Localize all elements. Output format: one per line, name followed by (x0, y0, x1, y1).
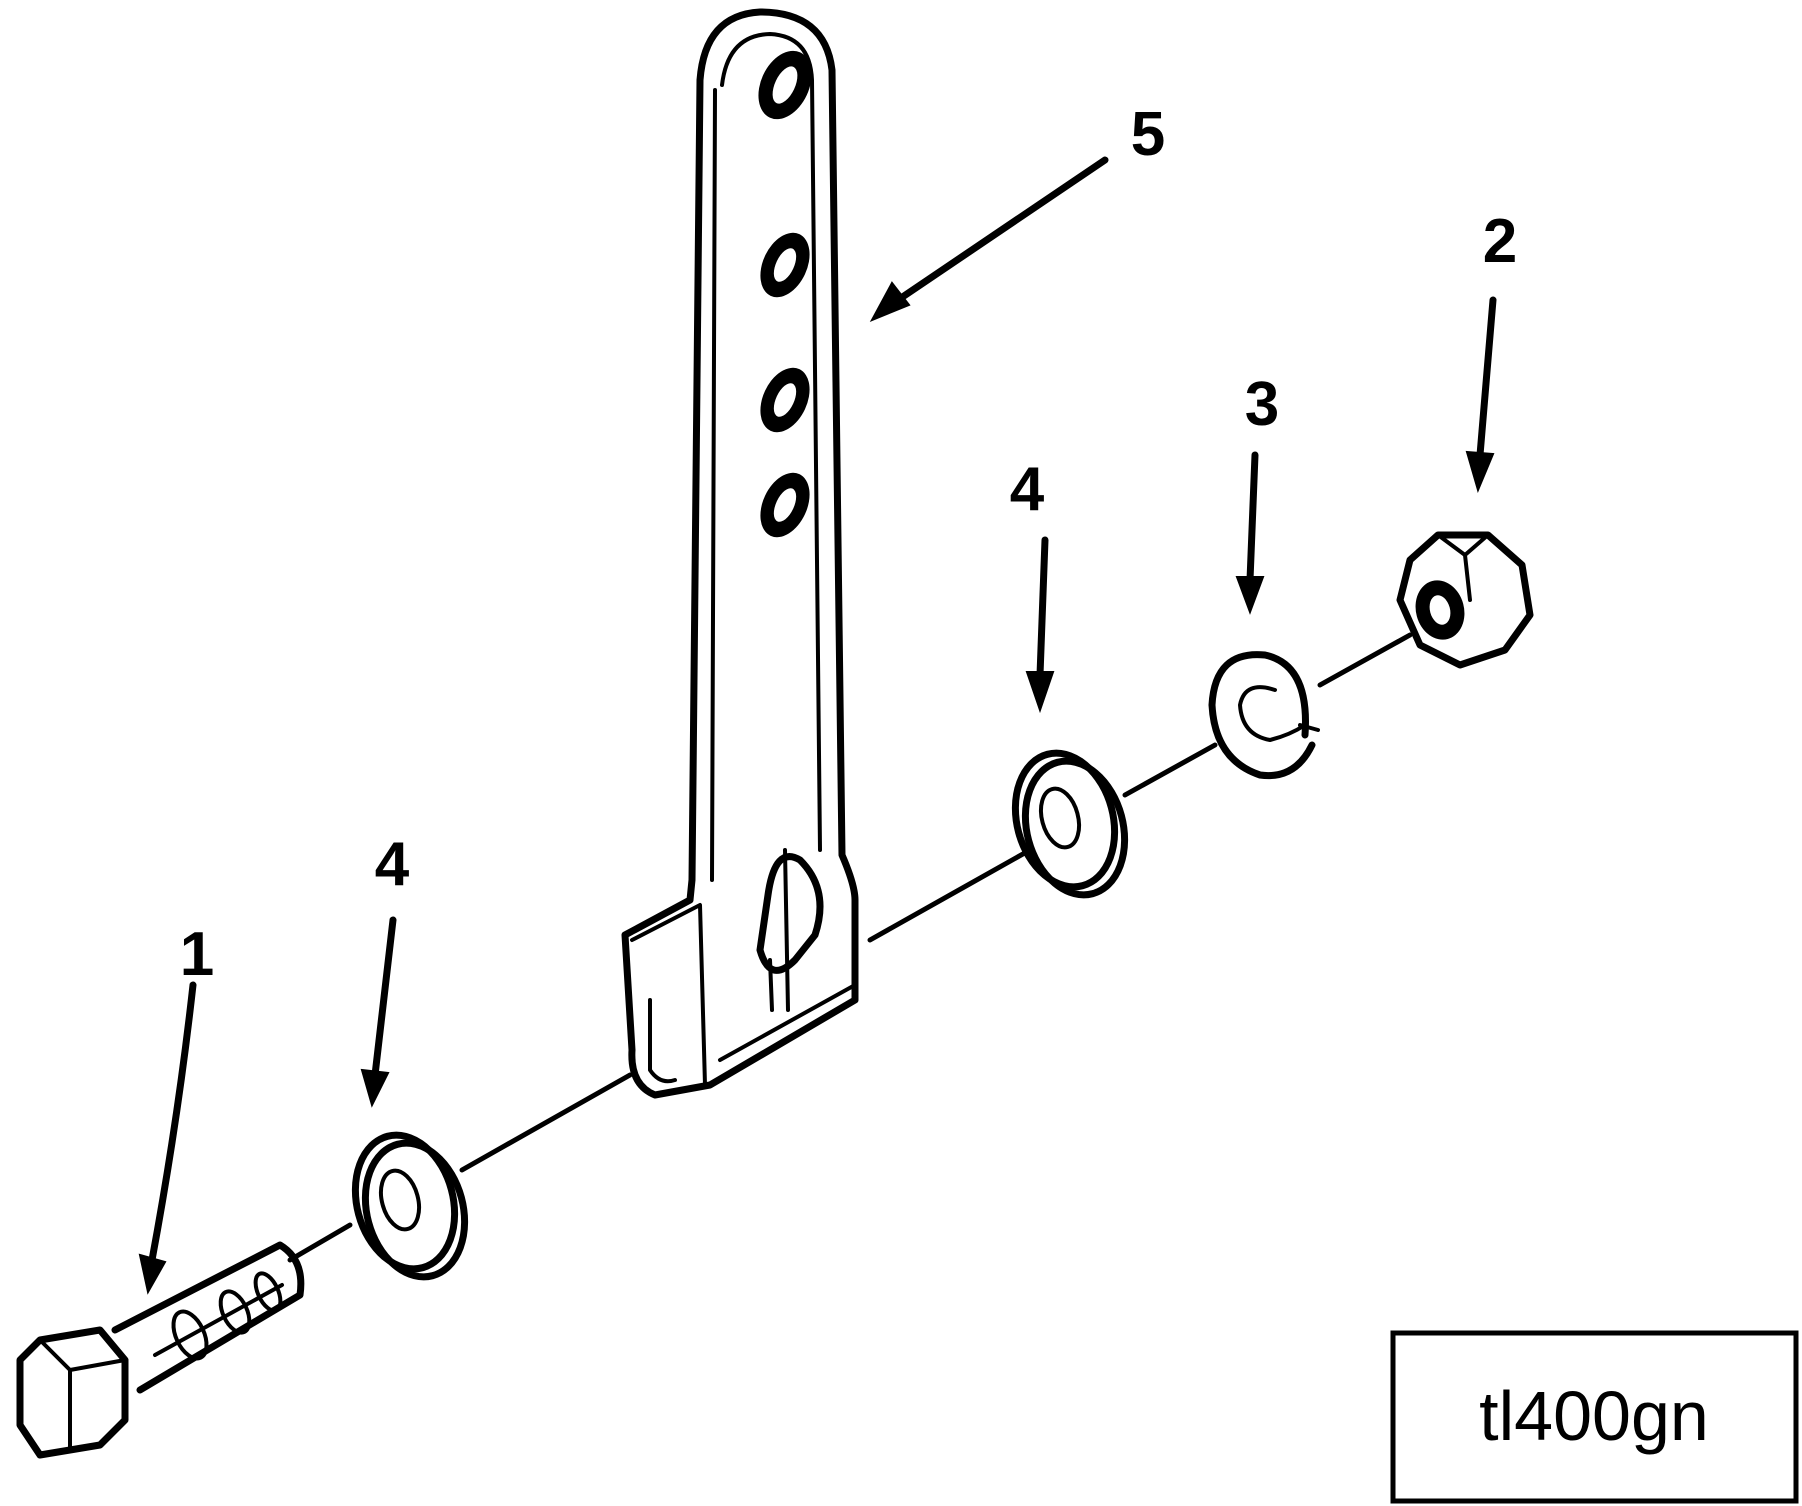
leader-arrow-4-left (360, 916, 397, 1108)
lock-washer-part (1208, 651, 1320, 780)
hex-nut-part (1396, 531, 1534, 669)
callout-labels: 1 4 5 4 3 2 (180, 100, 1517, 989)
hex-bolt-part (16, 1241, 305, 1459)
callout-4-left: 4 (375, 830, 410, 899)
callout-5: 5 (1131, 100, 1165, 169)
leader-arrow-3 (1235, 451, 1265, 615)
callout-2: 2 (1483, 207, 1517, 276)
callout-4-right: 4 (1010, 455, 1045, 524)
leader-arrow-5 (869, 156, 1109, 322)
bracket-holes (758, 50, 812, 538)
bracket-part (621, 8, 859, 1099)
leader-arrow-2 (1465, 296, 1497, 494)
callout-3: 3 (1245, 370, 1279, 439)
assembly-axis-line (287, 632, 1413, 1263)
leader-arrows (138, 156, 1497, 1295)
figure-id-box: tl400gn (1390, 1330, 1799, 1504)
flat-washer-right-part (1011, 749, 1129, 899)
leader-arrow-4-right (1025, 536, 1055, 714)
flat-washer-left-part (351, 1131, 469, 1281)
figure-id-label: tl400gn (1479, 1377, 1709, 1455)
callout-1: 1 (180, 920, 214, 989)
leader-arrow-1 (138, 981, 197, 1295)
